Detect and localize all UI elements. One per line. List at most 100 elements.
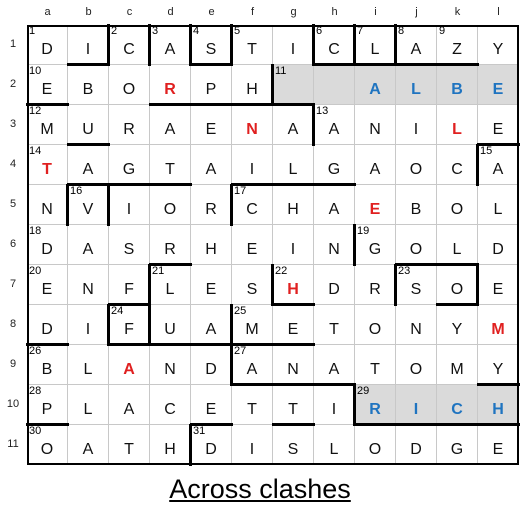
grid-cell[interactable]: E [478,425,519,465]
grid-cell[interactable]: A [109,385,150,425]
grid-cell[interactable]: A [355,65,396,105]
grid-cell[interactable] [314,65,355,105]
grid-cell[interactable]: T [109,425,150,465]
grid-cell[interactable]: E [355,185,396,225]
grid-cell[interactable]: O [355,305,396,345]
grid-cell[interactable]: O [355,425,396,465]
grid-cell[interactable]: E [191,265,232,305]
grid-cell[interactable]: D [396,425,437,465]
grid-cell[interactable]: Y [478,25,519,65]
grid-cell[interactable]: N [355,105,396,145]
grid-cell[interactable]: I [396,385,437,425]
grid-cell[interactable]: F [109,265,150,305]
grid-cell[interactable]: L [437,105,478,145]
grid-cell[interactable]: O [396,345,437,385]
grid-cell[interactable]: A [191,305,232,345]
grid-cell[interactable]: E [478,65,519,105]
grid-cell[interactable]: I [68,25,109,65]
grid-cell[interactable]: H [191,225,232,265]
grid-cell[interactable]: I [273,225,314,265]
grid-cell[interactable]: I [273,25,314,65]
grid-cell[interactable]: E [478,265,519,305]
grid-cell[interactable]: T [355,345,396,385]
grid-cell[interactable]: A [150,105,191,145]
grid-cell[interactable]: A [314,345,355,385]
grid-cell[interactable]: D [191,345,232,385]
grid-cell[interactable]: R [150,65,191,105]
grid-cell[interactable]: R [109,105,150,145]
grid-cell[interactable]: O [396,225,437,265]
grid-cell[interactable]: L [314,425,355,465]
grid-cell[interactable]: A [314,185,355,225]
grid-cell[interactable]: M [478,305,519,345]
grid-cell[interactable]: H [232,65,273,105]
grid-cell[interactable]: E [273,305,314,345]
grid-cell[interactable]: O [150,185,191,225]
grid-cell[interactable]: I [68,305,109,345]
grid-cell[interactable]: G [109,145,150,185]
grid-cell[interactable]: T [232,385,273,425]
grid-cell[interactable]: A [273,105,314,145]
grid-cell[interactable]: L [273,145,314,185]
grid-cell[interactable]: E [232,225,273,265]
grid-cell[interactable]: G [437,425,478,465]
grid-cell[interactable]: L [68,345,109,385]
grid-cell[interactable]: R [355,265,396,305]
grid-cell[interactable]: N [396,305,437,345]
grid-cell[interactable]: R [191,185,232,225]
grid-cell[interactable]: A [191,145,232,185]
grid-cell[interactable]: C [437,145,478,185]
grid-cell[interactable]: L [478,185,519,225]
grid-cell[interactable]: O [109,65,150,105]
grid-cell[interactable]: P [191,65,232,105]
grid-cell[interactable]: N [150,345,191,385]
grid-cell[interactable]: S [232,265,273,305]
grid-cell[interactable]: Y [478,345,519,385]
grid-cell[interactable]: I [232,145,273,185]
grid-cell[interactable]: L [437,225,478,265]
grid-cell[interactable]: I [314,385,355,425]
grid-cell[interactable]: L [68,385,109,425]
grid-cell[interactable]: O [396,145,437,185]
grid-cell[interactable]: B [68,65,109,105]
grid-cell[interactable]: I [232,425,273,465]
grid-cell[interactable]: T [273,385,314,425]
grid-cell[interactable]: A [68,145,109,185]
grid-cell[interactable]: R [150,225,191,265]
grid-cell[interactable]: S [109,225,150,265]
grid-cell[interactable]: H [478,385,519,425]
grid-cell[interactable]: A [68,225,109,265]
grid-cell[interactable]: N [273,345,314,385]
grid-cell[interactable]: A [68,425,109,465]
grid-cell[interactable]: H [273,185,314,225]
grid-cell[interactable]: M [437,345,478,385]
grid-cell[interactable]: C [437,385,478,425]
grid-cell[interactable]: G [314,145,355,185]
grid-cell[interactable]: D [314,265,355,305]
